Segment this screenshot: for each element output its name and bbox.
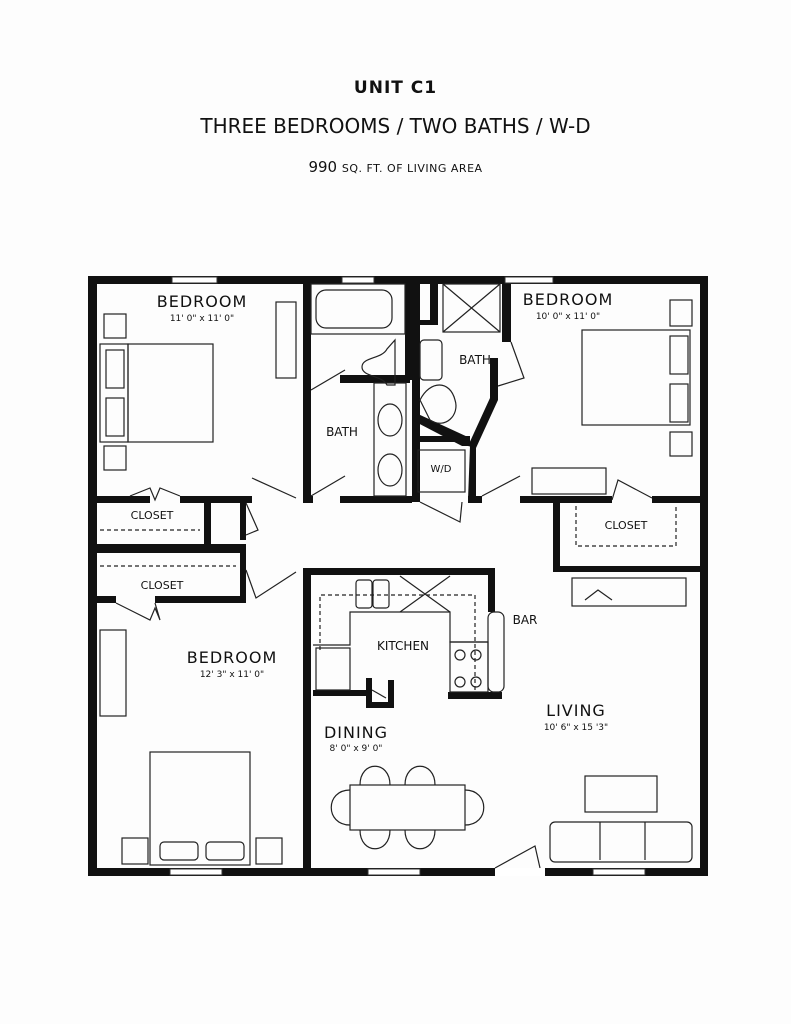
washer-dryer-label: W/D — [430, 464, 452, 475]
bedroom2-dimensions: 10' 0" x 11' 0" — [535, 312, 601, 322]
bedroom1-dimensions: 11' 0" x 11' 0" — [169, 314, 235, 324]
dining-dimensions: 8' 0" x 9' 0" — [329, 744, 383, 754]
dining-label: DINING — [323, 723, 389, 742]
area-unit: SQ. FT. OF LIVING AREA — [341, 162, 483, 175]
bath2-label: BATH — [459, 353, 491, 367]
bath1-label: BATH — [326, 425, 358, 439]
kitchen-label: KITCHEN — [377, 639, 429, 653]
bedroom2-label: BEDROOM — [522, 290, 614, 309]
bedroom1-label: BEDROOM — [156, 292, 248, 311]
bedroom3-dimensions: 12' 3" x 11' 0" — [199, 670, 265, 680]
walls — [88, 276, 708, 876]
unit-subtitle: THREE BEDROOMS / TWO BATHS / W-D — [200, 114, 591, 138]
closet2-label: CLOSET — [140, 579, 184, 592]
area-value: 990 — [308, 158, 338, 176]
bar-label: BAR — [512, 613, 538, 627]
living-area: 990 SQ. FT. OF LIVING AREA — [0, 158, 791, 176]
closet1-label: CLOSET — [130, 509, 174, 522]
living-label: LIVING — [546, 701, 606, 720]
windows — [169, 276, 646, 876]
bedroom3-label: BEDROOM — [186, 648, 278, 667]
fixtures-and-furniture — [99, 283, 693, 869]
closet3-label: CLOSET — [604, 519, 648, 532]
living-dimensions: 10' 6" x 15 '3" — [543, 723, 609, 733]
unit-title: UNIT C1 — [353, 78, 438, 98]
